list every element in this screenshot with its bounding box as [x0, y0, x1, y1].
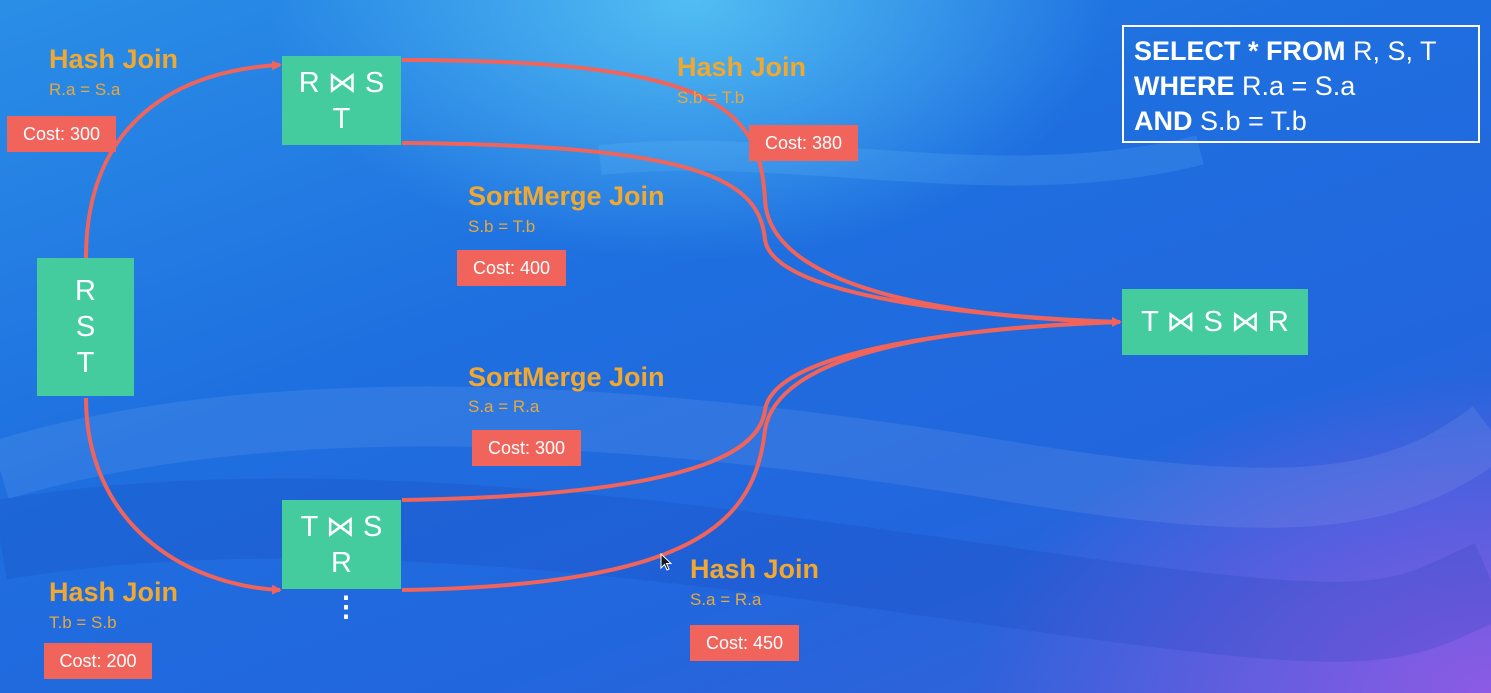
edge-cost-badge: Cost: 380 [749, 125, 858, 161]
node-rst-line-2: S [75, 311, 96, 343]
sql-text: R.a = S.a [1234, 71, 1356, 101]
sql-keyword: SELECT * FROM [1134, 36, 1346, 66]
sql-line-3: AND S.b = T.b [1134, 104, 1478, 139]
node-rs-line-1: R ⋈ S [298, 66, 385, 99]
sql-keyword: AND [1134, 106, 1193, 136]
edge-label-condition: R.a = S.a [49, 80, 121, 99]
sql-query-box: SELECT * FROM R, S, T WHERE R.a = S.a AN… [1122, 25, 1480, 143]
edge-rst-to-ts [84, 397, 282, 595]
sql-line-1: SELECT * FROM R, S, T [1134, 34, 1478, 69]
edge-label-title: Hash Join [49, 44, 179, 74]
edge-label-condition: T.b = S.b [49, 613, 117, 632]
node-rst-line-1: R [75, 275, 96, 307]
edge-label-title: Hash Join [677, 52, 807, 82]
node-ts-line-1: T ⋈ S [300, 510, 383, 543]
node-rs-line-2: T [332, 102, 351, 135]
edge-cost-badge: Cost: 300 [472, 430, 581, 466]
edge-label-title: SortMerge Join [468, 362, 665, 392]
node-rst-line-3: T [76, 347, 95, 379]
sql-line-2: WHERE R.a = S.a [1134, 69, 1478, 104]
node-r-join-s: R ⋈ S T [282, 56, 401, 145]
edge-label-condition: S.b = T.b [677, 88, 745, 107]
edge-label-title: Hash Join [49, 577, 179, 607]
edge-label-condition: S.b = T.b [468, 217, 536, 236]
edge-cost-badge: Cost: 200 [44, 643, 152, 679]
node-rst: R S T [37, 258, 134, 396]
node-t-join-s: T ⋈ S R [282, 500, 401, 589]
edge-ts-hash [401, 320, 1121, 592]
node-ts-line-2: R [331, 546, 352, 579]
edge-rst-to-rs [84, 60, 282, 259]
edge-label-title: Hash Join [690, 554, 820, 584]
edge-label-title: SortMerge Join [468, 181, 665, 211]
edge-cost-badge: Cost: 400 [457, 250, 566, 286]
mouse-cursor-icon [660, 553, 673, 571]
edge-label-condition: S.a = R.a [690, 590, 762, 609]
edge-rs-sortmerge [401, 141, 1121, 324]
sql-keyword: WHERE [1134, 71, 1235, 101]
sql-text: R, S, T [1345, 36, 1437, 66]
edge-label-condition: S.a = R.a [468, 397, 540, 416]
node-final-label: T ⋈ S ⋈ R [1141, 306, 1289, 338]
more-plans-ellipsis: ⋮ [332, 591, 360, 622]
edge-cost-badge: Cost: 450 [690, 625, 799, 661]
node-final: T ⋈ S ⋈ R [1122, 289, 1308, 355]
edge-cost-badge: Cost: 300 [7, 116, 116, 152]
sql-text: S.b = T.b [1192, 106, 1307, 136]
